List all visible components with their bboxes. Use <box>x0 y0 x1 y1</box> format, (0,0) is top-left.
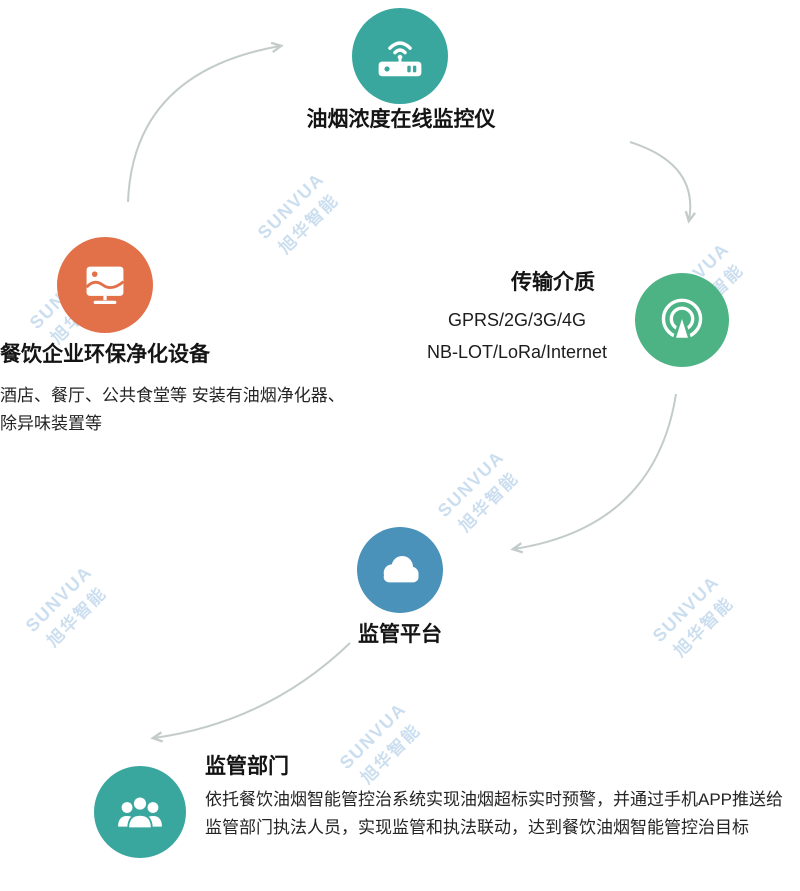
equipment-node-desc: 酒店、餐厅、公共食堂等 安装有油烟净化器、除异味装置等 <box>0 386 345 433</box>
monitor-node-circle <box>352 8 448 104</box>
platform-node-circle <box>357 527 443 613</box>
arrow-equipment-to-monitor <box>127 46 280 203</box>
transmission-node-label: 传输介质 <box>511 271 595 294</box>
arrow-monitor-to-transmission <box>629 141 690 220</box>
transmission-node-lines: GPRS/2G/3G/4G NB-LOT/LoRa/Internet <box>427 304 607 368</box>
equipment-node-label: 餐饮企业环保净化设备 <box>0 343 210 366</box>
router-wifi-icon <box>378 41 422 77</box>
watermark-cn: 旭华智能 <box>455 468 523 536</box>
watermark-cn: 旭华智能 <box>275 190 343 258</box>
arrow-transmission-to-platform <box>514 393 677 549</box>
watermark-cn: 旭华智能 <box>43 583 111 651</box>
purifier-monitor-icon <box>85 266 125 304</box>
watermark-cn: 旭华智能 <box>670 593 738 661</box>
watermark: SUNVUA 旭华智能 <box>241 156 358 273</box>
watermark-en: SUNVUA <box>335 698 410 773</box>
transmission-line-1: GPRS/2G/3G/4G <box>447 310 587 330</box>
watermark: SUNVUA 旭华智能 <box>421 434 538 551</box>
department-node-label: 监管部门 <box>205 755 289 778</box>
department-node-circle <box>94 766 186 858</box>
transmission-line-2: NB-LOT/LoRa/Internet <box>426 342 608 362</box>
watermark-en: SUNVUA <box>648 571 723 646</box>
equipment-node-circle <box>57 237 153 333</box>
transmission-node-circle <box>635 273 729 367</box>
broadcast-signal-icon <box>661 298 703 341</box>
department-node-desc: 依托餐饮油烟智能管控治系统实现油烟超标实时预警，并通过手机APP推送给监管部门执… <box>205 790 784 837</box>
cloud-icon <box>383 555 419 583</box>
arrow-platform-to-department <box>154 642 351 738</box>
people-group-icon <box>118 795 162 830</box>
monitor-node-label: 油烟浓度在线监控仪 <box>306 108 496 131</box>
watermark: SUNVUA 旭华智能 <box>636 559 753 676</box>
watermark-en: SUNVUA <box>253 168 328 243</box>
platform-node-label: 监管平台 <box>358 623 442 646</box>
watermark-en: SUNVUA <box>21 561 96 636</box>
watermark-en: SUNVUA <box>433 446 508 521</box>
watermark: SUNVUA 旭华智能 <box>9 549 126 666</box>
